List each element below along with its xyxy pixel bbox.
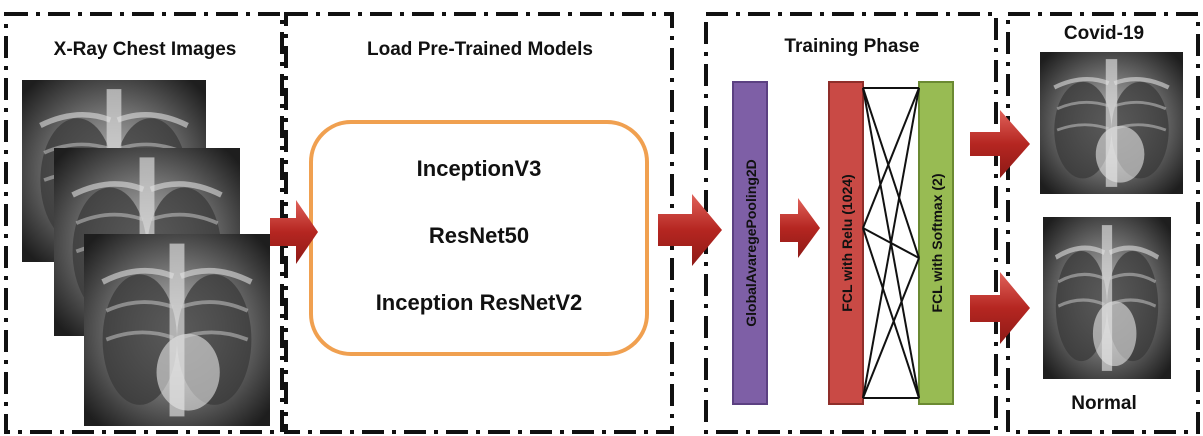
pooling-layer-label: GlobalAvaregePooling2D	[743, 159, 759, 327]
normal-class-label: Normal	[1071, 393, 1137, 414]
arrow-input-to-models	[270, 200, 318, 264]
arrow-to-normal	[970, 272, 1030, 344]
softmax-layer-bar	[918, 81, 954, 405]
output-panel	[1006, 12, 1200, 434]
arrow-pooling-to-relu	[780, 198, 820, 258]
arrow-to-covid	[970, 110, 1030, 178]
pooling-layer-bar	[732, 81, 768, 405]
model-inceptionv3: InceptionV3	[416, 156, 542, 181]
model-inception-resnetv2: Inception ResNetV2	[375, 290, 583, 315]
models-list: InceptionV3 ResNet50 Inception ResNetV2	[311, 122, 647, 354]
relu-layer-label: FCL with Relu (1024)	[839, 174, 855, 311]
arrow-models-to-training	[658, 194, 722, 266]
xray-stack	[22, 80, 270, 426]
training-panel-title: Training Phase	[784, 36, 920, 57]
relu-layer-bar	[828, 81, 864, 405]
covid-class-label: Covid-19	[1063, 23, 1145, 44]
normal-xray-image	[1043, 217, 1171, 379]
fc-connections	[862, 87, 920, 399]
model-resnet50: ResNet50	[428, 223, 530, 248]
input-panel	[4, 12, 284, 434]
models-panel-title: Load Pre-Trained Models	[367, 39, 593, 60]
softmax-layer-label: FCL with Softmax (2)	[929, 174, 945, 313]
input-panel-title: X-Ray Chest Images	[53, 39, 237, 60]
xray-image-3	[84, 234, 270, 426]
covid-xray-image	[1040, 52, 1183, 194]
